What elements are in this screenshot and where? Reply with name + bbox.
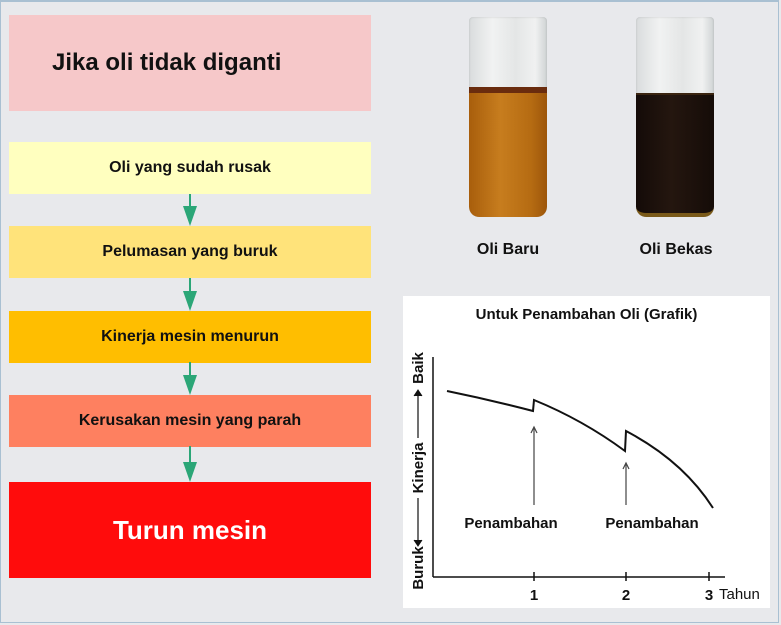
step-label: Oli yang sudah rusak (109, 159, 271, 176)
svg-text:Buruk: Buruk (410, 546, 427, 590)
chart-plot: 1 2 3 Tahun Penambahan Penambahan Buruk … (410, 352, 760, 604)
svg-text:Baik: Baik (410, 352, 427, 384)
performance-curve (446, 390, 714, 509)
used-oil-label: Oli Bekas (639, 241, 713, 258)
x-tick-1: 1 (530, 587, 538, 604)
step-label: Kerusakan mesin yang parah (78, 412, 302, 429)
flow-title: Jika oli tidak diganti (9, 15, 371, 111)
flow-step-severe-engine-damage: Kerusakan mesin yang parah (9, 395, 371, 447)
arrow-down-icon (183, 194, 197, 226)
x-axis-label: Tahun (719, 586, 760, 603)
flow-step-engine-overhaul: Turun mesin (9, 482, 371, 578)
x-tick-2: 2 (622, 587, 630, 604)
new-oil-tube-image (469, 17, 547, 217)
svg-text:Kinerja: Kinerja (410, 442, 427, 494)
new-oil-label: Oli Baru (476, 241, 540, 258)
step-label: Turun mesin (112, 514, 268, 545)
arrow-down-icon (183, 446, 197, 482)
annotation-addition-2: Penambahan (605, 515, 698, 532)
used-oil-tube-image (636, 17, 714, 217)
flow-step-oil-damaged: Oli yang sudah rusak (9, 142, 371, 194)
flow-step-engine-performance-drop: Kinerja mesin menurun (9, 311, 371, 363)
arrow-down-icon (183, 278, 197, 311)
flow-step-poor-lubrication: Pelumasan yang buruk (9, 226, 371, 278)
annotation-addition-1: Penambahan (464, 515, 557, 532)
arrow-down-icon (183, 362, 197, 395)
y-axis-label: Buruk Kinerja Baik (410, 352, 427, 590)
chart-title: Untuk Penambahan Oli (Grafik) (475, 306, 698, 323)
step-label: Kinerja mesin menurun (101, 328, 279, 345)
step-label: Pelumasan yang buruk (102, 243, 278, 260)
x-tick-3: 3 (705, 587, 713, 604)
oil-addition-chart: Untuk Penambahan Oli (Grafik) 1 2 3 Tahu… (403, 296, 770, 608)
